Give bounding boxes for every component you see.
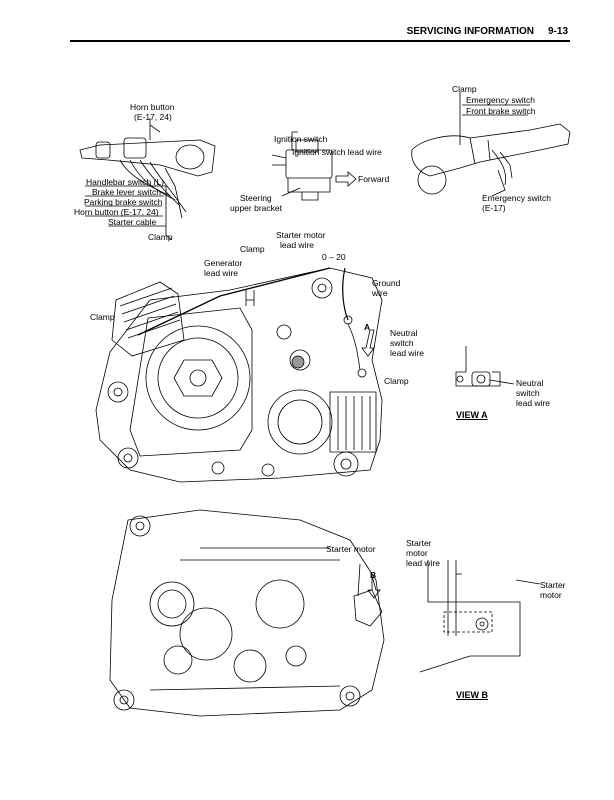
- label-view-b-lead-wire: lead wire: [406, 558, 441, 568]
- label-view-b-motor: motor: [406, 548, 428, 558]
- label-view-b-motor-2: motor: [540, 590, 562, 600]
- label-clamp-1: Clamp: [148, 232, 173, 242]
- label-horn-button-ref: (E-17, 24): [134, 112, 172, 122]
- label-forward: Forward: [358, 174, 390, 184]
- label-clamp-top-right: Clamp: [452, 84, 477, 94]
- label-emergency-switch: Emergency switch: [466, 95, 535, 105]
- label-clamp-3: Clamp: [90, 312, 115, 322]
- view-b-title: VIEW B: [456, 690, 489, 700]
- page-header: SERVICING INFORMATION 9-13: [407, 26, 568, 37]
- label-starter-motor-lead-wire-1: Starter motor: [276, 230, 326, 240]
- label-neutral-lead-wire: lead wire: [390, 348, 425, 358]
- label-generator-lead-wire: lead wire: [204, 268, 239, 278]
- view-a-title: VIEW A: [456, 410, 488, 420]
- label-starter-motor: Starter motor: [326, 544, 376, 554]
- right-arrow-icon: [336, 172, 356, 186]
- view-b-figure: [420, 560, 540, 672]
- label-view-a-lead-wire: lead wire: [516, 398, 551, 408]
- label-neutral-switch: switch: [390, 338, 414, 348]
- label-clamp-4: Clamp: [384, 376, 409, 386]
- label-ignition-switch: Ignition switch: [274, 134, 328, 144]
- handlebar-leaders: [85, 186, 172, 240]
- handlebar-right-figure: [412, 92, 570, 196]
- label-handlebar-switch: Handlebar switch (L): [86, 177, 164, 187]
- label-arrow-a: A: [364, 322, 371, 332]
- label-ground-wire: wire: [372, 288, 388, 298]
- label-ignition-switch-lead-wire: Ignition switch lead wire: [292, 147, 382, 157]
- label-front-brake-switch: Front brake switch: [466, 106, 536, 116]
- label-emergency-switch-ref: (E-17): [482, 203, 506, 213]
- label-horn-button-item: Horn button (E-17, 24): [74, 207, 159, 217]
- label-horn-button: Horn button: [130, 102, 175, 112]
- view-a-figure: [456, 346, 514, 386]
- label-steering: Steering: [240, 193, 272, 203]
- label-emergency-switch-2: Emergency switch: [482, 193, 551, 203]
- ignition-figure: [272, 132, 356, 200]
- label-range: 0 – 20: [322, 252, 346, 262]
- label-neutral: Neutral: [390, 328, 418, 338]
- label-arrow-b: B: [370, 570, 377, 580]
- label-parking-brake-switch: Parking brake switch: [84, 197, 163, 207]
- label-starter-motor-lead-wire-2: lead wire: [280, 240, 315, 250]
- section-title: SERVICING INFORMATION: [406, 26, 534, 37]
- label-view-b-starter: Starter: [406, 538, 432, 548]
- header-rule: [70, 40, 570, 42]
- label-view-a-switch: switch: [516, 388, 540, 398]
- page-number: 9-13: [547, 26, 568, 37]
- engine-bottom-figure: [110, 510, 384, 716]
- label-ground: Ground: [372, 278, 401, 288]
- label-view-a-neutral: Neutral: [516, 378, 544, 388]
- label-upper-bracket: upper bracket: [230, 203, 282, 213]
- label-generator: Generator: [204, 258, 243, 268]
- down-arrow-icon: [362, 330, 374, 356]
- label-brake-lever-switch: Brake lever switch: [92, 187, 161, 197]
- label-clamp-2: Clamp: [240, 244, 265, 254]
- engine-top-figure: [96, 268, 382, 482]
- label-view-b-starter-2: Starter: [540, 580, 566, 590]
- down-arrow-icon-b: [368, 576, 380, 598]
- label-starter-cable: Starter cable: [108, 217, 157, 227]
- handlebar-left-figure: [80, 118, 215, 218]
